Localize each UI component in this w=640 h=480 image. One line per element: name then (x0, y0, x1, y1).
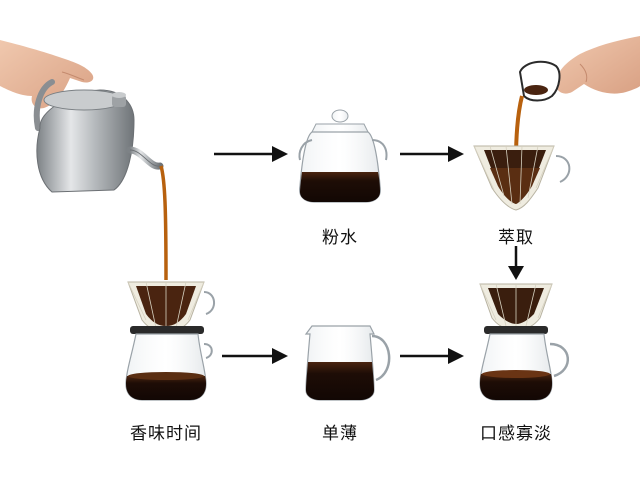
dripper-on-carafe-icon (125, 281, 215, 401)
arrow-down-icon (508, 246, 524, 280)
hand-icon (0, 40, 94, 109)
dripper-on-carafe-icon (479, 283, 570, 401)
hand-icon (556, 36, 640, 94)
step-label-f: 口感寡淡 (480, 424, 552, 444)
step-label-b: 粉水 (322, 228, 358, 248)
glass-server-icon (304, 325, 391, 401)
arrow-right-icon (400, 146, 464, 162)
step-label-d: 香味时间 (130, 424, 202, 444)
gooseneck-kettle-icon (33, 79, 164, 193)
glass-teapot-icon (298, 109, 388, 203)
milk-cup-icon (518, 60, 561, 102)
pour-over-dripper-icon (473, 145, 571, 211)
arrow-right-icon (214, 146, 288, 162)
step-label-c: 萃取 (498, 228, 534, 248)
arrow-right-icon (400, 348, 464, 364)
arrow-right-icon (222, 348, 288, 364)
step-label-e: 单薄 (322, 424, 358, 444)
coffee-stream (159, 165, 168, 281)
